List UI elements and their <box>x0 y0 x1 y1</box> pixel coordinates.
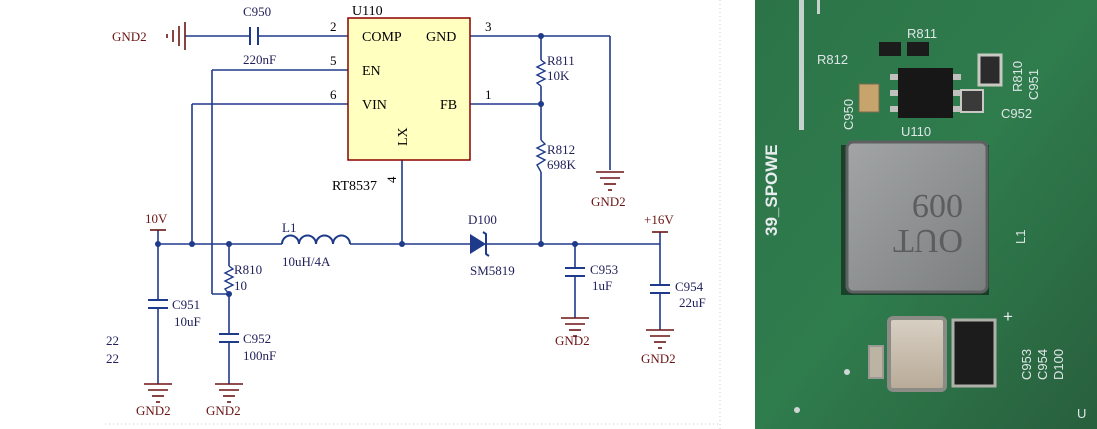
resistor-r811 <box>535 59 547 87</box>
gnd-symbol-c953 <box>561 317 589 337</box>
r812-value: 698K <box>547 157 577 172</box>
pin-number-3: 3 <box>485 19 492 34</box>
capacitor-c953 <box>565 267 585 277</box>
c954-ref: C954 <box>675 279 704 294</box>
ic-pin-gnd: GND <box>426 30 456 45</box>
r811-value: 10K <box>547 68 570 83</box>
r810-value: 10 <box>234 278 247 293</box>
capacitor-c951 <box>148 299 168 309</box>
gnd-label-ic: GND2 <box>591 194 626 209</box>
label-c952: C952 <box>1001 106 1032 121</box>
r810-ref: R810 <box>234 262 262 277</box>
c950-value: 220nF <box>243 52 276 67</box>
via <box>794 407 800 413</box>
edge-text-1: 22 <box>106 333 119 348</box>
ic-pin-lx: LX <box>396 127 411 146</box>
label-c951: C951 <box>1026 69 1041 100</box>
ic-pin-vin: VIN <box>362 98 387 113</box>
part-c952 <box>960 89 984 113</box>
inductor-l1-body <box>845 140 989 294</box>
ic-body-u110 <box>347 17 471 161</box>
gnd-label-c953: GND2 <box>555 333 590 348</box>
ic-part: RT8537 <box>332 179 377 194</box>
edge-text-2: 22 <box>106 351 119 366</box>
diode-d100 <box>470 231 490 257</box>
pin-number-6: 6 <box>330 87 337 102</box>
part-c953-c954 <box>887 316 947 392</box>
label-edge-u: U <box>1077 406 1086 421</box>
label-r810: R810 <box>1010 61 1025 92</box>
pin-number-5: 5 <box>330 53 337 68</box>
ic-pin-comp: COMP <box>362 30 402 45</box>
gnd-label-left: GND2 <box>112 29 147 44</box>
gnd-symbol-ic <box>596 171 624 191</box>
gnd-label-c954: GND2 <box>641 351 676 366</box>
c954-value: 22uF <box>679 295 706 310</box>
pin-number-1: 1 <box>485 87 492 102</box>
l1-ref: L1 <box>282 220 296 235</box>
ic-u110 <box>898 68 953 118</box>
silk-board-text: 39_SPOWE <box>762 144 781 236</box>
pcb-photo: 39_SPOWE R812 R811 U110 C950 R810 C951 C… <box>755 0 1097 429</box>
c952-ref: C952 <box>243 331 271 346</box>
inductor-marking-2: OUT <box>893 222 963 259</box>
label-r812: R812 <box>817 52 848 67</box>
gnd-symbol-c951 <box>144 383 172 403</box>
gnd-label-c952: GND2 <box>206 403 241 418</box>
label-l1: L1 <box>1013 230 1028 244</box>
gnd-symbol-c952 <box>215 383 243 403</box>
net-10v: 10V <box>145 211 168 226</box>
silk-line-2 <box>817 0 820 14</box>
label-r811: R811 <box>907 26 937 41</box>
net-16v: +16V <box>644 212 674 227</box>
part-r811 <box>907 42 929 56</box>
gnd-label-c951: GND2 <box>136 403 171 418</box>
part-r812 <box>879 42 901 56</box>
c953-ref: C953 <box>590 262 618 277</box>
gnd-symbol-c954 <box>646 329 674 349</box>
part-small-cap <box>868 345 884 379</box>
d100-value: SM5819 <box>470 263 515 278</box>
label-u110: U110 <box>901 124 931 139</box>
pin-number-4: 4 <box>384 176 399 183</box>
capacitor-c950 <box>249 27 259 45</box>
label-c950: C950 <box>841 99 856 130</box>
gnd-symbol-left <box>166 22 186 50</box>
inductor-l1 <box>281 234 351 245</box>
silk-line <box>799 0 804 130</box>
via-2 <box>844 369 850 375</box>
label-c954: C954 <box>1035 349 1050 380</box>
capacitor-c954 <box>650 284 670 294</box>
wires <box>157 35 661 384</box>
d100-ref: D100 <box>468 212 497 227</box>
part-c950 <box>858 83 880 113</box>
part-r810 <box>977 53 1003 87</box>
c951-value: 10uF <box>174 314 201 329</box>
label-d100: D100 <box>1051 349 1066 380</box>
ic-ref: U110 <box>352 4 383 19</box>
r811-ref: R811 <box>547 53 575 68</box>
c953-value: 1uF <box>592 278 612 293</box>
part-d100 <box>951 318 997 388</box>
c952-value: 100nF <box>243 348 276 363</box>
l1-value: 10uH/4A <box>282 254 331 269</box>
inductor-marking-1: 009 <box>912 187 963 224</box>
resistor-r810 <box>223 265 235 295</box>
schematic-diagram: 22 22 <box>105 0 721 429</box>
label-c953: C953 <box>1019 349 1034 380</box>
c950-ref: C950 <box>243 4 271 19</box>
capacitor-c952 <box>219 333 239 343</box>
r812-ref: R812 <box>547 142 575 157</box>
label-plus: + <box>1003 307 1013 326</box>
ic-pin-en: EN <box>362 64 381 79</box>
c951-ref: C951 <box>172 297 200 312</box>
resistor-r812 <box>535 139 547 173</box>
pin-number-2: 2 <box>330 19 337 34</box>
ic-pin-fb: FB <box>440 98 457 113</box>
